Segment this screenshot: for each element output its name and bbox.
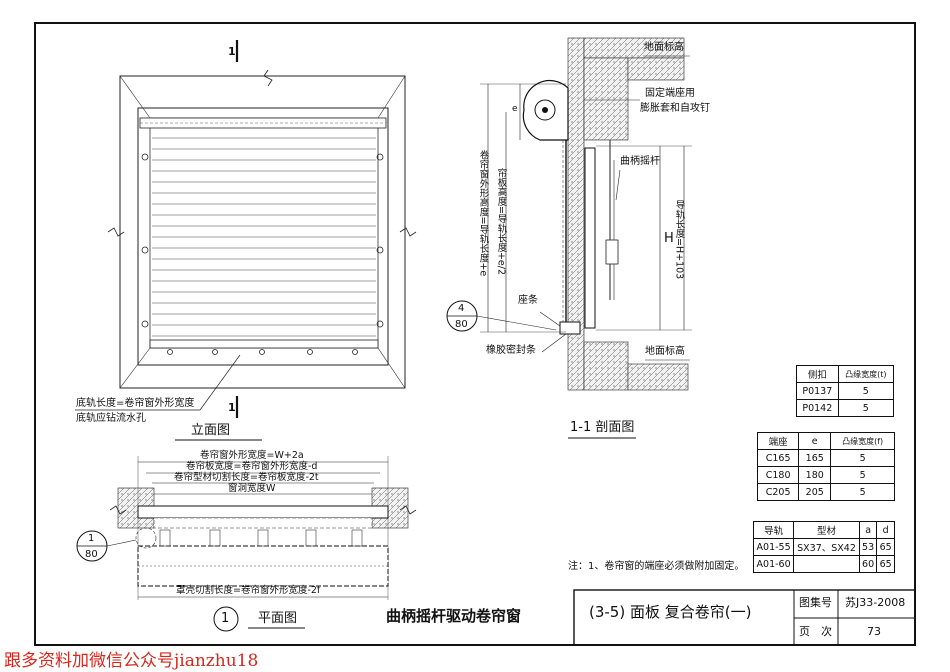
table-cell	[793, 555, 860, 573]
table-cell: C165	[756, 449, 800, 467]
section-detail-ref-num: 4	[458, 303, 465, 314]
table-cell: 65	[876, 538, 895, 556]
section-fixing-note-1: 固定端座用	[645, 88, 695, 99]
table-cell: 5	[830, 483, 895, 501]
table-cell: 53	[858, 538, 878, 556]
table-cell: 5	[830, 466, 895, 484]
section-fixing-note-2: 膨胀套和自攻钉	[640, 103, 710, 114]
table-cell: 165	[798, 449, 832, 467]
plan-dim-opening-width: 窗洞宽度W	[228, 483, 276, 494]
table-header: d	[876, 521, 895, 539]
title-block-lines	[573, 589, 916, 646]
plan-detail-ref-num: 1	[88, 533, 95, 544]
section-dim-rail-length: 导轨长度=H+103	[673, 200, 685, 280]
table-cell: 180	[798, 466, 832, 484]
section-dim-panel-height: 帘板高度=导轨长度+e/2	[495, 168, 507, 276]
section-rubber-seal-label: 橡胶密封条	[486, 345, 536, 356]
elevation-section-mark-bottom: 1	[228, 401, 236, 414]
elevation-note-drain-hole: 底轨应钻流水孔	[76, 413, 146, 424]
section-detail-ref-sheet: 80	[455, 319, 468, 330]
elevation-section-mark-top: 1	[228, 45, 236, 58]
table-cell: P0137	[796, 382, 839, 400]
table-cell: 65	[876, 555, 895, 573]
table-header: 导轨	[752, 521, 795, 539]
section-dim-H: H	[664, 231, 674, 246]
table-header: 凸缘宽度(f)	[830, 432, 895, 450]
section-dim-outer-height: 卷帘窗外形高度=导轨长度+e	[477, 150, 489, 277]
table-cell: 205	[798, 483, 832, 501]
title-block-page-label: 页 次	[799, 625, 832, 638]
title-block-atlas-label: 图集号	[799, 596, 832, 609]
title-block-drawing-title: (3-5) 面板 复合卷帘(一)	[589, 603, 752, 621]
table-header: e	[798, 432, 832, 450]
table-header: 型材	[793, 521, 860, 539]
elevation-view	[75, 40, 417, 441]
section-seat-strip-label: 座条	[518, 295, 538, 306]
title-block-page-value: 73	[867, 625, 881, 638]
section-floor-level-top: 地面标高	[644, 42, 684, 53]
plan-detail-ref-sheet: 80	[85, 549, 98, 560]
title-block-atlas-value: 苏J33-2008	[845, 596, 906, 609]
table-cell: C205	[756, 483, 800, 501]
table-cell: P0142	[796, 399, 839, 417]
watermark-text: 跟多资料加微信公众号jianzhu18	[4, 651, 259, 671]
elevation-note-rail-length: 底轨长度=卷帘窗外形宽度	[76, 398, 195, 409]
plan-dim-panel-width: 卷帘板宽度=卷帘窗外形宽度-d	[186, 461, 318, 472]
table-cell: 5	[837, 382, 895, 400]
section-dim-e: e	[512, 104, 518, 114]
table-cell: A01-55	[752, 538, 795, 556]
table-cell: SX37、SX42	[793, 538, 860, 556]
table-cell: 60	[858, 555, 878, 573]
section-view	[446, 37, 692, 439]
drawing-main-title: 曲柄摇杆驱动卷帘窗	[386, 607, 522, 625]
table-header: 侧扣	[796, 365, 839, 383]
table-cell: 5	[837, 399, 895, 417]
section-title: 1-1 剖面图	[570, 420, 635, 435]
plan-view-number: 1	[221, 611, 230, 626]
section-crank-rod-label: 曲柄摇杆	[620, 156, 660, 167]
plan-dim-housing-cut: 罩壳切割长度=卷帘窗外形宽度-2f	[176, 585, 321, 596]
general-note: 注：1、卷帘窗的端座必须做附加固定。	[568, 561, 745, 572]
plan-title: 平面图	[258, 611, 298, 626]
table-header: a	[858, 521, 878, 539]
plan-dim-outer-width: 卷帘窗外形宽度=W+2a	[200, 450, 304, 461]
table-cell: 5	[830, 449, 895, 467]
table-header: 端座	[756, 432, 800, 450]
section-floor-level-bottom: 地面标高	[645, 346, 685, 357]
plan-dim-profile-cut: 卷帘型材切割长度=卷帘板宽度-2t	[174, 472, 319, 483]
table-header: 凸缘宽度(t)	[837, 365, 895, 383]
elevation-title: 立面图	[191, 423, 231, 438]
sheet-border	[34, 22, 916, 646]
table-cell: A01-60	[752, 555, 795, 573]
plan-view	[76, 456, 417, 632]
table-cell: C180	[756, 466, 800, 484]
